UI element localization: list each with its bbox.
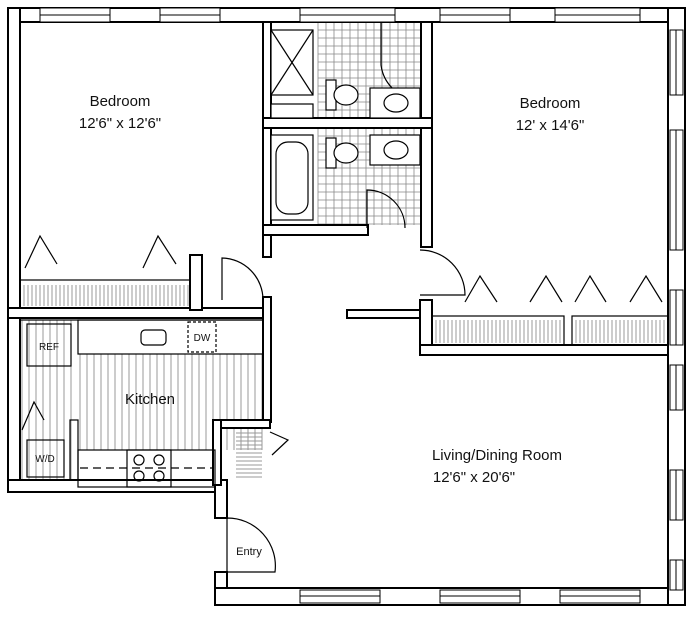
living-size: 12'6" x 20'6" (433, 469, 515, 486)
wd-label: W/D (35, 454, 54, 465)
bedroom1-label: Bedroom (90, 93, 151, 110)
dw-label: DW (194, 333, 211, 344)
closet-hatch (21, 285, 665, 480)
ref-label: REF (39, 342, 59, 353)
bifold-doors (21, 234, 663, 456)
bedroom2-size: 12' x 14'6" (516, 117, 585, 134)
bath-fixtures (270, 29, 421, 221)
closet (571, 315, 669, 346)
entry-label: Entry (236, 546, 262, 558)
kitchen-label: Kitchen (125, 391, 175, 408)
living-label: Living/Dining Room (432, 447, 562, 464)
closet (431, 315, 565, 346)
bedroom1-size: 12'6" x 12'6" (79, 115, 161, 132)
bedroom2-label: Bedroom (520, 95, 581, 112)
windows (39, 7, 684, 604)
kitchen-fixtures (19, 317, 264, 488)
closet (19, 279, 191, 309)
